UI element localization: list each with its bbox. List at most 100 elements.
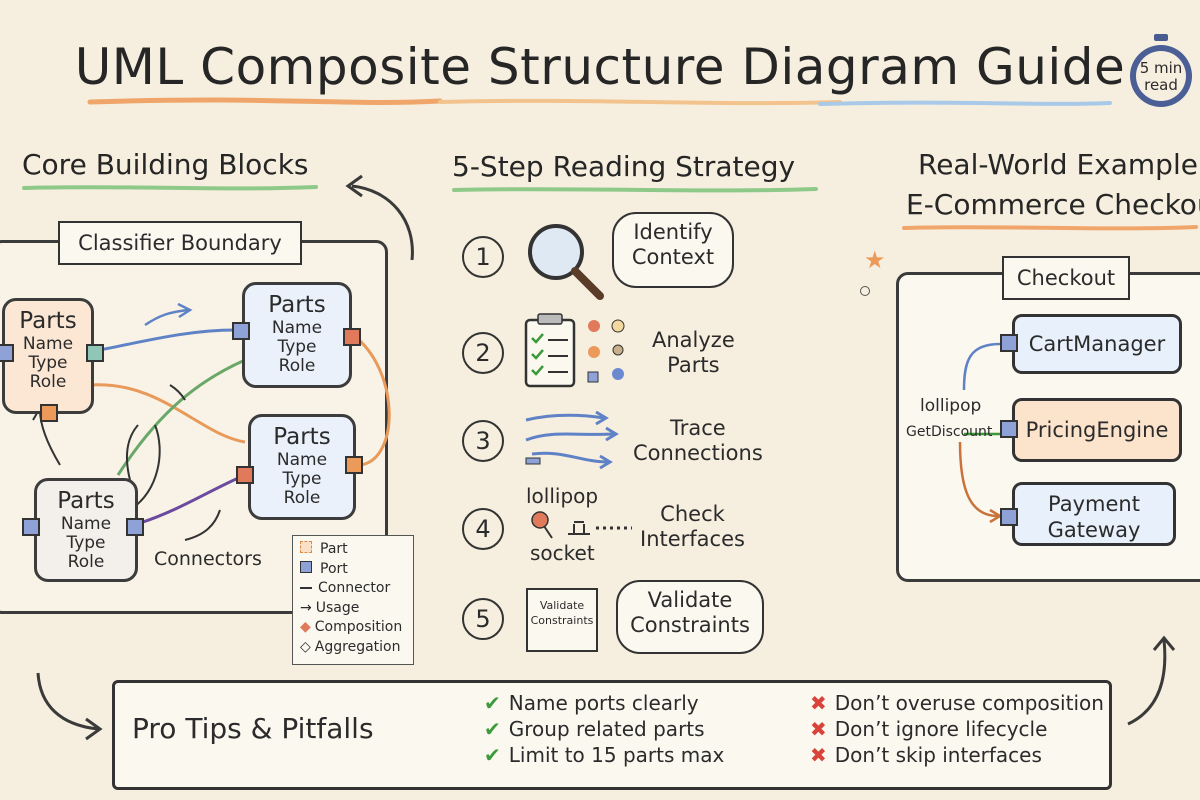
step-number-1: 1: [462, 236, 504, 278]
step-2-text: Analyze Parts: [652, 328, 735, 378]
core-building-blocks-heading: Core Building Blocks: [22, 148, 309, 181]
tip-do: ✔Name ports clearly: [484, 691, 699, 715]
stopwatch-icon: [1130, 34, 1192, 107]
magnifier-icon: [528, 224, 604, 300]
step-number-4: 4: [462, 508, 504, 550]
step-label: Constraints: [630, 613, 750, 637]
part-name: Name: [271, 318, 323, 338]
curved-arrow-icon: [1127, 635, 1176, 726]
part-type: Type: [66, 533, 106, 553]
pricing-engine-component[interactable]: PricingEngine: [1012, 398, 1182, 462]
part-type: Type: [282, 469, 322, 489]
step-label: Identify: [633, 220, 713, 244]
step-4-text: Check Interfaces: [640, 502, 745, 552]
part-role: Role: [283, 488, 321, 508]
part-box-1[interactable]: Parts Name Type Role: [2, 298, 94, 414]
legend-composition: ◆Composition: [300, 619, 403, 635]
component-label: Payment: [1048, 492, 1140, 516]
legend-connector: Connector: [300, 579, 402, 599]
part-type: Type: [28, 353, 68, 373]
port: [40, 404, 58, 422]
part-name: Name: [60, 514, 112, 534]
lollipop-label: lollipop: [526, 484, 599, 508]
heading-underline: [22, 185, 318, 191]
tip-do: ✔Limit to 15 parts max: [484, 743, 725, 767]
port: [232, 322, 250, 340]
heading-underline: [452, 187, 818, 193]
tip-dont: ✖Don’t skip interfaces: [810, 743, 1042, 767]
classifier-boundary-label: Classifier Boundary: [58, 221, 302, 265]
cross-icon: ✖: [810, 691, 827, 715]
badge-line-1: 5 min: [1139, 59, 1183, 77]
port: [22, 518, 40, 536]
port: [343, 328, 361, 346]
step-number-5: 5: [462, 598, 504, 640]
connection-arrows-icon: [525, 410, 619, 470]
heading-underline: [902, 225, 1198, 231]
connector-lines: [32, 302, 391, 541]
page-title: UML Composite Structure Diagram Guide: [74, 38, 1126, 96]
step-label: Check: [660, 502, 725, 526]
get-discount-label: GetDiscount: [906, 424, 993, 440]
step-label: Trace: [670, 416, 726, 440]
cart-manager-component[interactable]: CartManager: [1012, 314, 1182, 374]
part-role: Role: [29, 372, 67, 392]
component-label: Gateway: [1047, 518, 1141, 542]
part-role: Role: [278, 356, 316, 376]
step-1-bubble: Identify Context: [612, 212, 734, 288]
port: [86, 344, 104, 362]
ecommerce-checkout-heading: E-Commerce Checkout: [906, 188, 1200, 221]
part-box-3[interactable]: Parts Name Type Role: [248, 414, 356, 520]
legend-items: Part Port Connector →Usage ◆Composition …: [300, 540, 402, 657]
pro-tips-panel: [112, 680, 1112, 790]
port: [1000, 508, 1018, 526]
part-box-2[interactable]: Parts Name Type Role: [242, 282, 352, 388]
clipboard-checklist-icon: [524, 313, 625, 388]
part-title: Parts: [273, 424, 331, 450]
part-type: Type: [277, 337, 317, 357]
tip-do: ✔Group related parts: [484, 717, 705, 741]
payment-gateway-component[interactable]: Payment Gateway: [1012, 482, 1176, 546]
step-label: Analyze: [652, 328, 735, 352]
check-icon: ✔: [484, 743, 501, 767]
badge-line-2: read: [1144, 76, 1178, 94]
port: [236, 466, 254, 484]
star-icon: ★: [864, 246, 886, 274]
tip-dont: ✖Don’t overuse composition: [810, 691, 1104, 715]
socket-label: socket: [530, 541, 595, 565]
curved-arrow-icon: [345, 174, 414, 261]
cross-icon: ✖: [810, 743, 827, 767]
port: [126, 518, 144, 536]
step-label: Validate: [647, 588, 733, 612]
real-world-example-heading: Real-World Example: [918, 148, 1198, 181]
check-icon: ✔: [484, 691, 501, 715]
tips-donts: ✖Don’t overuse composition ✖Don’t ignore…: [810, 690, 1104, 768]
checkout-label: Checkout: [1002, 256, 1130, 300]
step-number-2: 2: [462, 332, 504, 374]
part-title: Parts: [57, 488, 115, 514]
port: [0, 344, 14, 362]
step-5-bubble: Validate Constraints: [616, 580, 764, 654]
note-line: Validate: [539, 599, 585, 612]
pro-tips-heading: Pro Tips & Pitfalls: [132, 712, 374, 745]
small-circle-icon: [860, 286, 870, 296]
curved-arrow-icon: [36, 672, 103, 741]
legend-part: Part: [300, 540, 402, 560]
tips-dos: ✔Name ports clearly ✔Group related parts…: [484, 690, 724, 768]
note-line: Constraints: [530, 614, 594, 627]
part-title: Parts: [19, 308, 77, 334]
check-icon: ✔: [484, 717, 501, 741]
constraints-note: Validate Constraints: [526, 588, 598, 652]
part-box-4[interactable]: Parts Name Type Role: [34, 478, 138, 582]
part-name: Name: [22, 334, 74, 354]
part-title: Parts: [268, 292, 326, 318]
legend: [292, 535, 414, 665]
step-label: Connections: [633, 441, 763, 465]
part-role: Role: [67, 552, 105, 572]
step-label: Interfaces: [640, 527, 745, 551]
connectors-label: Connectors: [154, 548, 262, 570]
port: [1000, 334, 1018, 352]
step-label: Context: [631, 245, 715, 269]
port: [345, 456, 363, 474]
port: [1000, 420, 1018, 438]
